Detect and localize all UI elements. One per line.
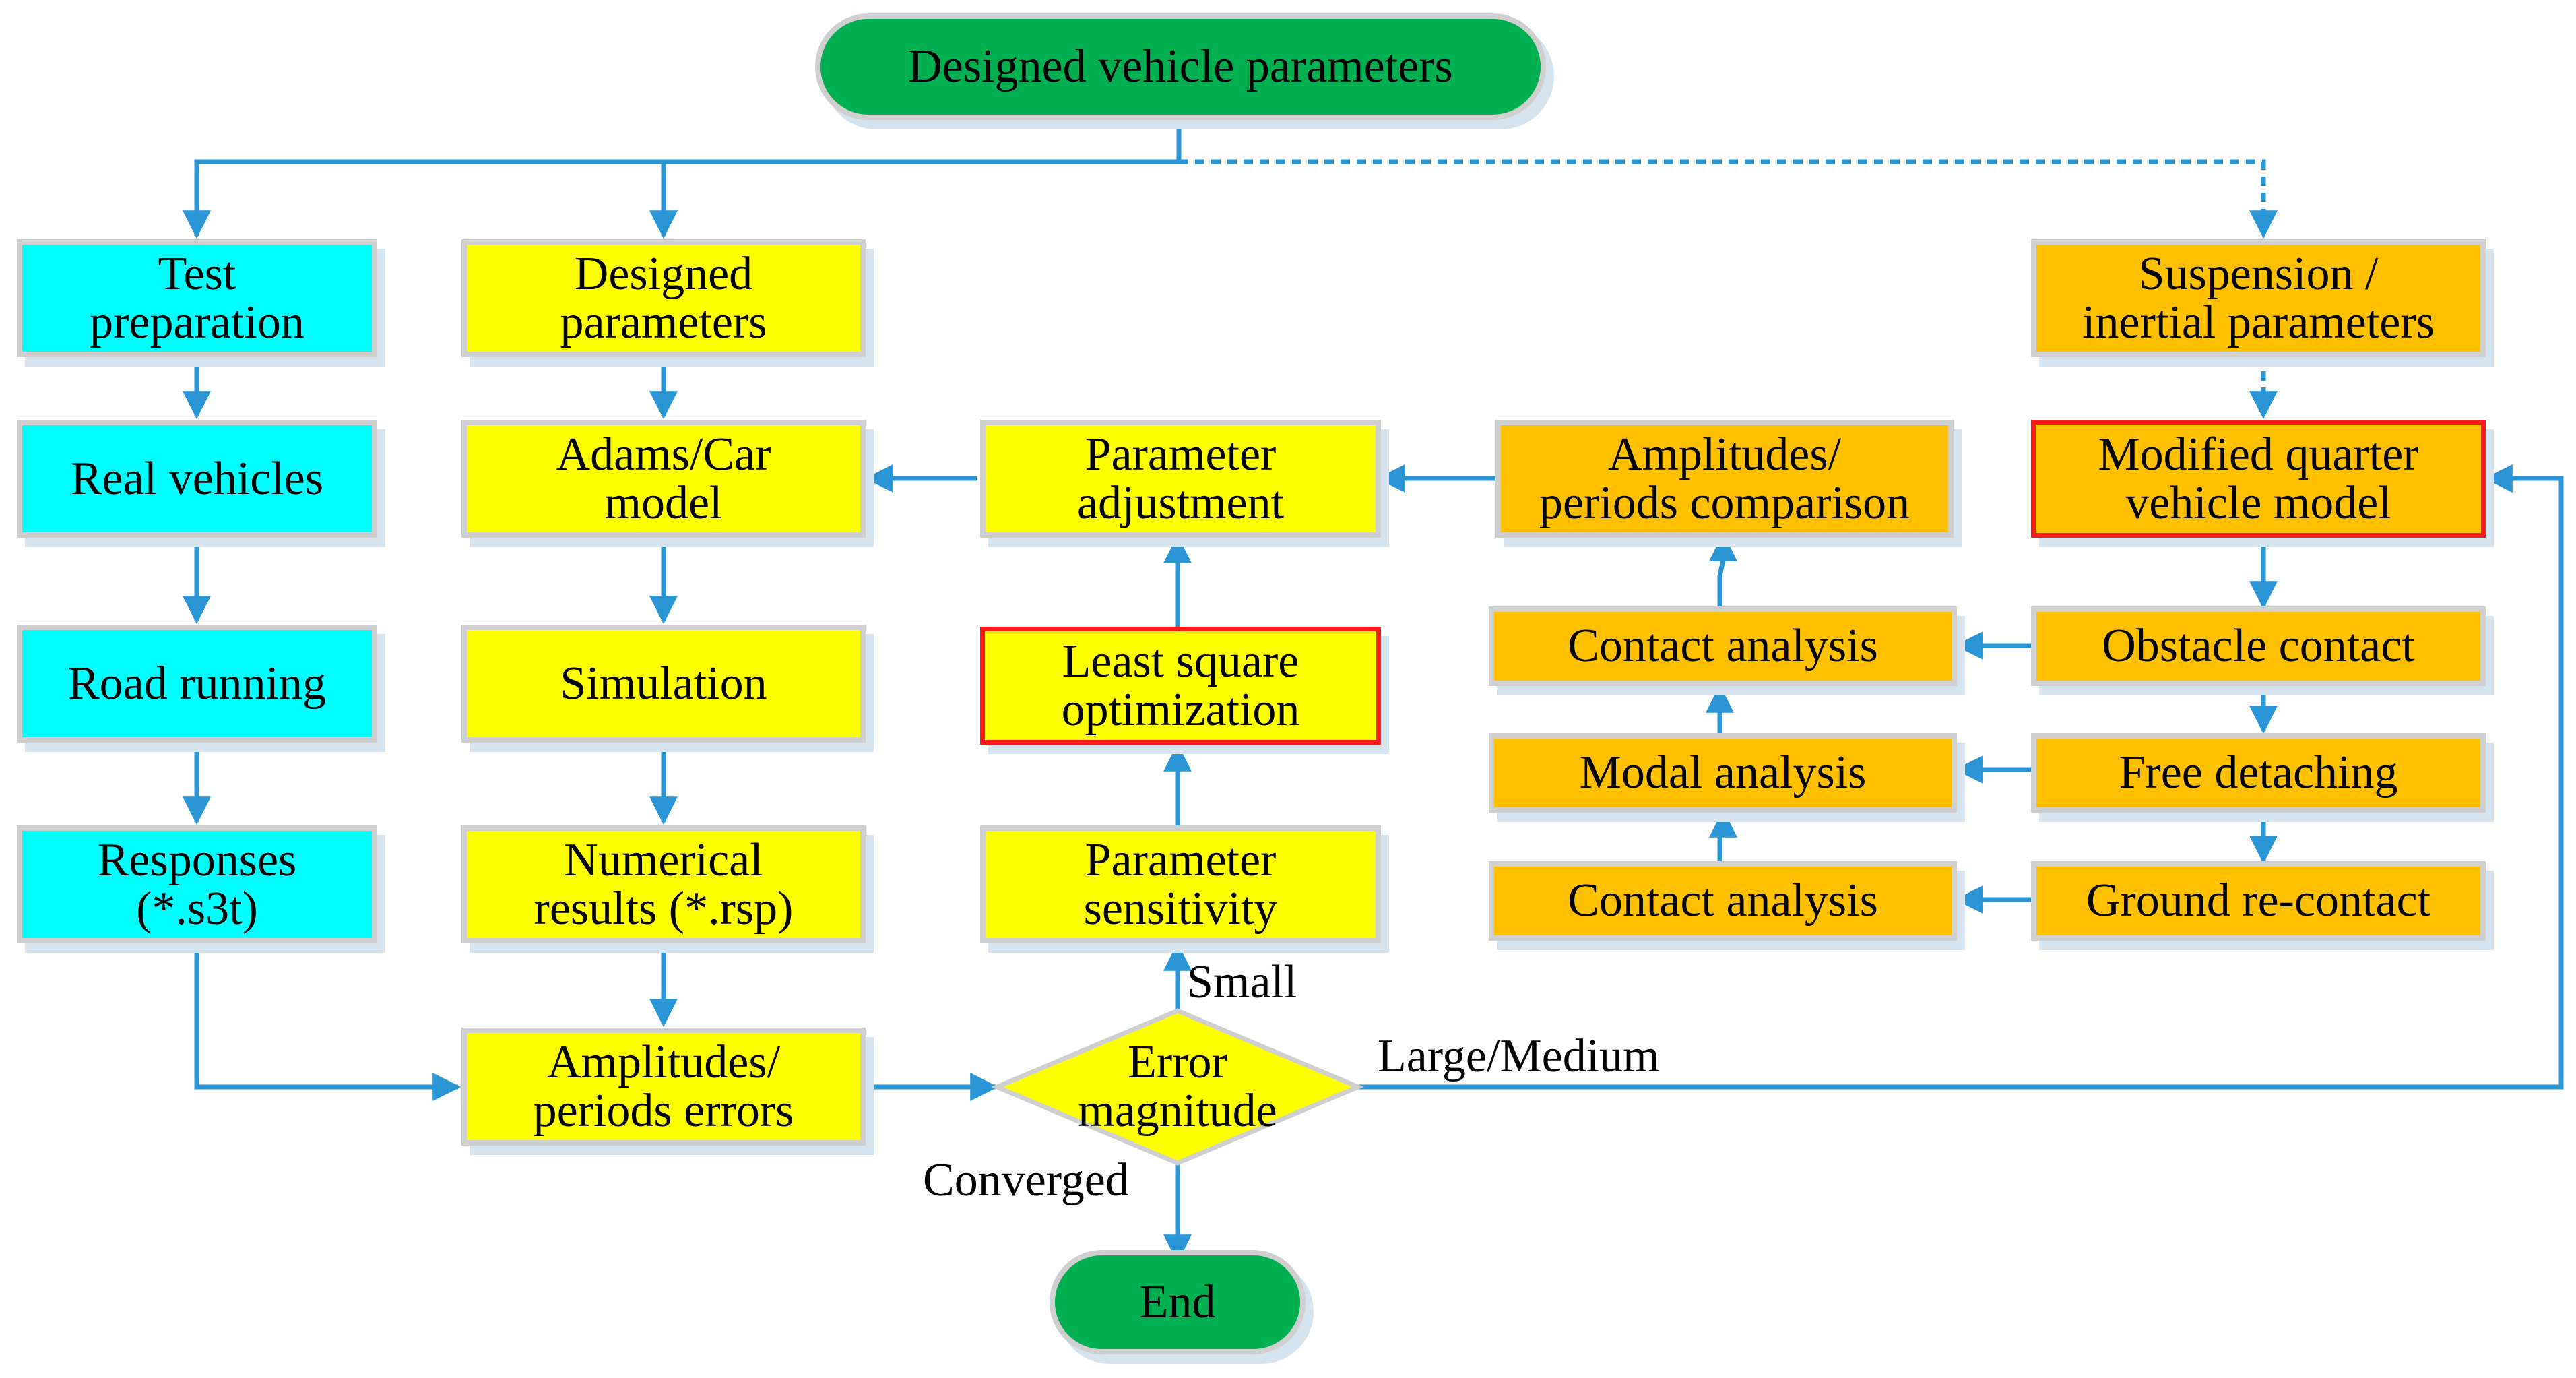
parameter-adjustment-box: Parameter adjustment bbox=[980, 420, 1381, 538]
test-preparation-box: Test preparation bbox=[17, 239, 377, 357]
contact-analysis-box-2: Contact analysis bbox=[1489, 861, 1957, 941]
edge-label-small: Small bbox=[1187, 956, 1297, 1008]
amplitudes-periods-comparison-box: Amplitudes/ periods comparison bbox=[1495, 420, 1954, 538]
edge-label-converged: Converged bbox=[923, 1154, 1129, 1206]
start-terminal: Designed vehicle parameters bbox=[815, 13, 1546, 120]
ground-re-contact-box: Ground re-contact bbox=[2031, 861, 2486, 941]
designed-parameters-box: Designed parameters bbox=[461, 239, 866, 357]
connector-responses-to-errors bbox=[194, 947, 461, 1101]
edge-label-large-medium: Large/Medium bbox=[1378, 1030, 1660, 1082]
connector-start-to-suspension bbox=[1179, 159, 2278, 239]
modal-analysis-box: Modal analysis bbox=[1489, 733, 1957, 813]
simulation-box: Simulation bbox=[461, 625, 866, 743]
suspension-inertial-parameters-box: Suspension / inertial parameters bbox=[2031, 239, 2486, 357]
decision-diamond bbox=[990, 1008, 1365, 1166]
connector-contact2-to-modal bbox=[1709, 809, 1737, 865]
parameter-sensitivity-box: Parameter sensitivity bbox=[980, 825, 1381, 943]
adams-car-model-box: Adams/Car model bbox=[461, 420, 866, 538]
amplitudes-periods-errors-box: Amplitudes/ periods errors bbox=[461, 1028, 866, 1146]
real-vehicles-box: Real vehicles bbox=[17, 420, 377, 538]
contact-analysis-box-1: Contact analysis bbox=[1489, 606, 1957, 686]
connector-contact1-to-comparison bbox=[1709, 532, 1737, 610]
connector-start-to-test bbox=[183, 118, 1182, 239]
least-square-optimization-box: Least square optimization bbox=[980, 627, 1381, 745]
road-running-box: Road running bbox=[17, 625, 377, 743]
modified-quarter-vehicle-model-box: Modified quarter vehicle model bbox=[2031, 420, 2486, 538]
responses-box: Responses (*.s3t) bbox=[17, 825, 377, 943]
obstacle-contact-box: Obstacle contact bbox=[2031, 606, 2486, 686]
numerical-results-box: Numerical results (*.rsp) bbox=[461, 825, 866, 943]
end-terminal: End bbox=[1050, 1250, 1306, 1354]
free-detaching-box: Free detaching bbox=[2031, 733, 2486, 813]
error-magnitude-label: Error magnitude bbox=[1078, 1036, 1277, 1137]
connector-diamond-to-modified bbox=[1358, 464, 2564, 1090]
